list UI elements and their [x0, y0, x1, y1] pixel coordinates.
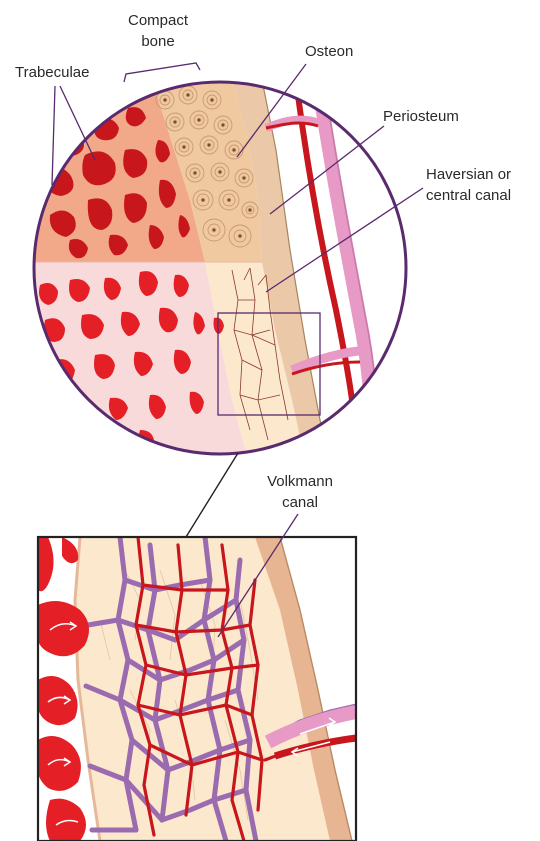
enlarged-detail-panel [38, 537, 356, 841]
haversian-label-line1: Haversian or [426, 166, 511, 183]
magnification-connector [186, 453, 238, 537]
trabeculae-label: Trabeculae [15, 64, 90, 81]
volkmann-label-line1: Volkmann [267, 473, 333, 490]
periosteum-label: Periosteum [383, 108, 459, 125]
magnified-bone-circle [30, 80, 410, 460]
label-compact-bone: Compact bone [124, 12, 200, 82]
volkmann-label-line2: canal [282, 494, 318, 511]
compact-bone-label-line1: Compact [128, 12, 189, 29]
osteon-label: Osteon [305, 43, 353, 60]
haversian-label-line2: central canal [426, 187, 511, 204]
compact-bone-label-line2: bone [141, 33, 174, 50]
